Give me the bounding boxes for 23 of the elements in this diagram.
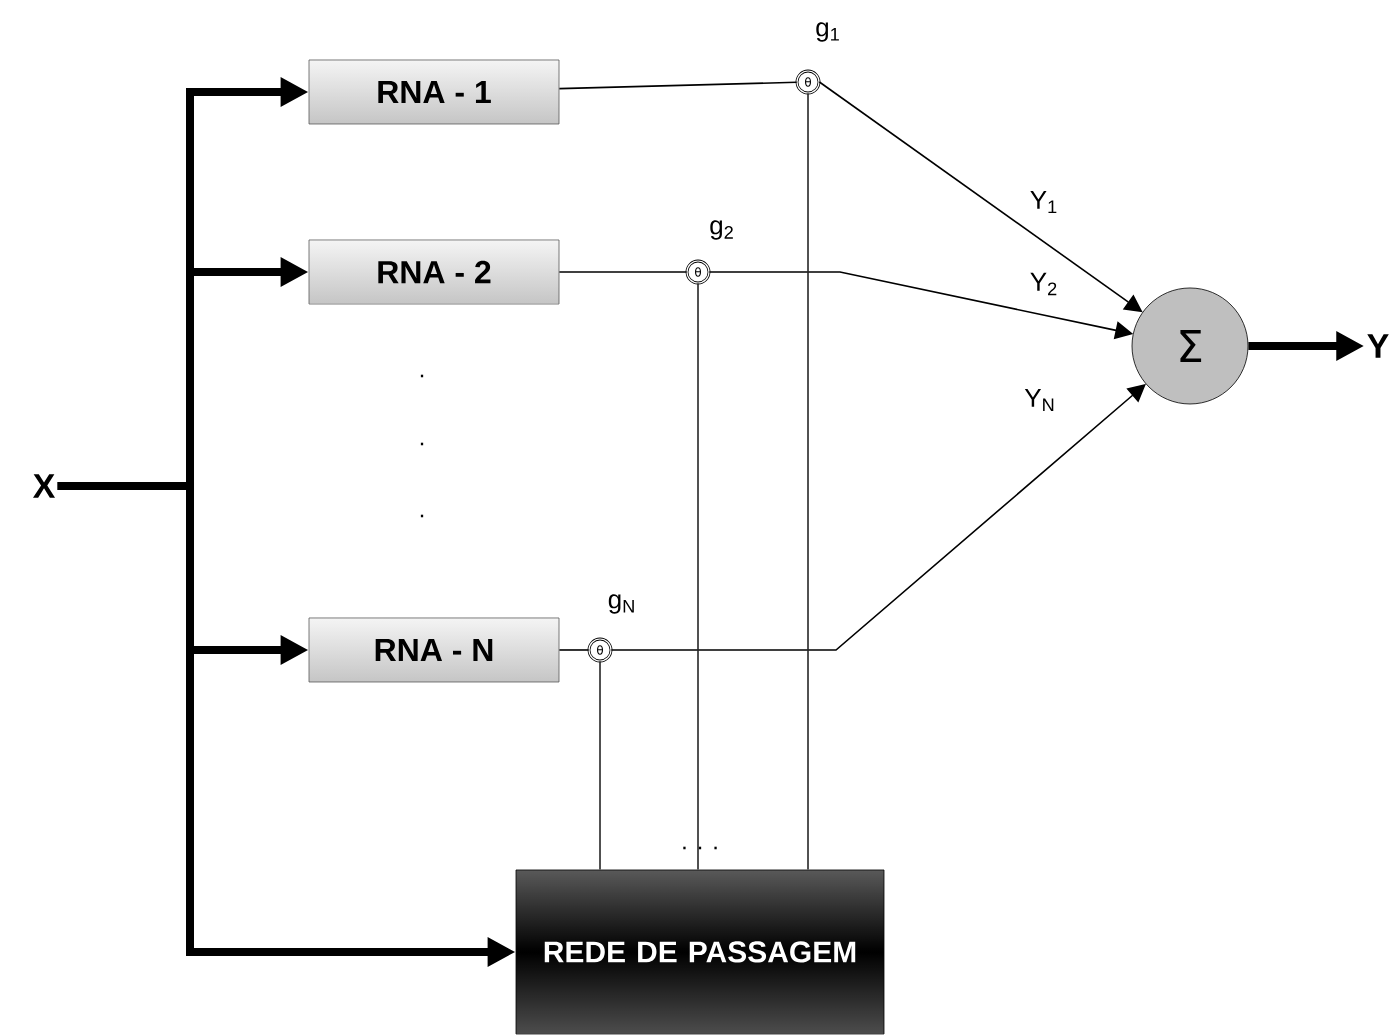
connector-line	[599, 660, 601, 871]
connector-line	[558, 649, 590, 651]
gate-label: g$_{N}$	[608, 594, 634, 614]
edge-label: Y$_{1}$	[1027, 188, 1061, 216]
gating-network-box: REDE DE PASSAGEM	[515, 869, 885, 1035]
gate-label: g$_{1}$	[816, 22, 839, 42]
edge-label: Y$_{N}$	[1022, 386, 1058, 414]
input-label: X	[33, 474, 56, 498]
ellipsis-dots: . . .	[683, 846, 717, 850]
output-label: Y	[1367, 334, 1389, 358]
gate-label: g$_{2}$	[710, 220, 733, 240]
connector-line	[558, 271, 688, 273]
network-box: RNA - 2	[308, 239, 560, 305]
network-box: RNA - N	[308, 617, 560, 683]
arrow	[818, 81, 1143, 313]
network-box: RNA - 1	[308, 59, 560, 125]
connector-line	[697, 282, 699, 871]
ellipsis-dots: .	[420, 374, 424, 378]
ellipsis-dots: .	[420, 514, 424, 518]
edge-label: Y$_{2}$	[1027, 270, 1061, 298]
connector-line	[558, 81, 798, 90]
connector-line	[807, 92, 809, 871]
ellipsis-dots: .	[420, 442, 424, 446]
